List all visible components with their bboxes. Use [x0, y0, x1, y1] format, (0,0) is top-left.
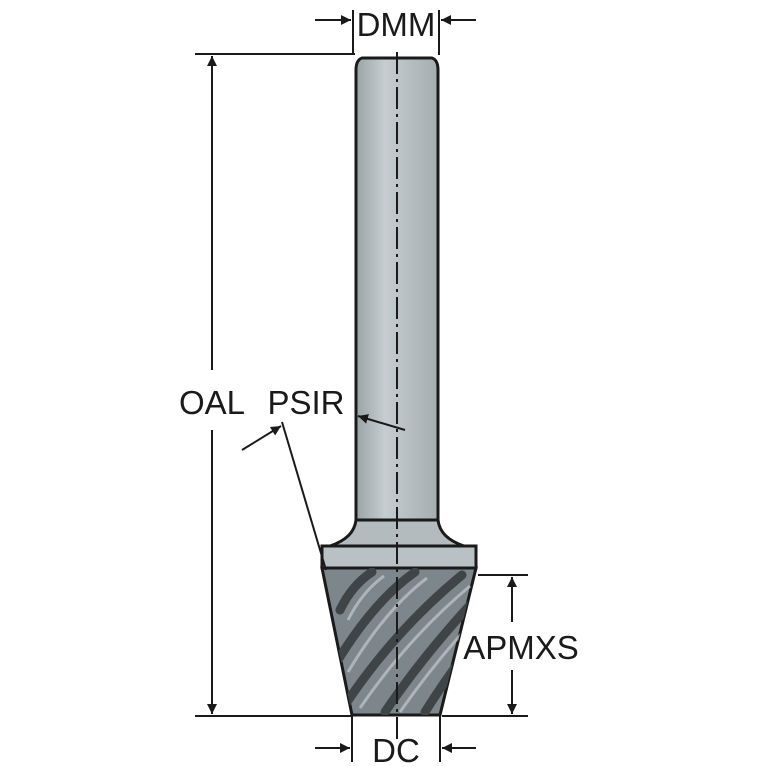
dmm-label: DMM [357, 6, 436, 43]
oal-dimension [195, 53, 355, 717]
psir-arrow-right [357, 414, 406, 431]
psir-arrow-left [241, 425, 282, 451]
apmxs-label: APMXS [463, 629, 579, 666]
dc-label: DC [372, 732, 420, 767]
dmm-dimension [315, 10, 476, 55]
dc-dimension [315, 716, 476, 762]
psir-label: PSIR [267, 384, 344, 421]
milling-tool [320, 52, 478, 740]
apmxs-dimension [442, 574, 528, 717]
oal-label: OAL [179, 384, 245, 421]
psir-dimension [241, 414, 406, 571]
psir-extension-line [281, 421, 327, 571]
tool-collar [320, 544, 478, 570]
